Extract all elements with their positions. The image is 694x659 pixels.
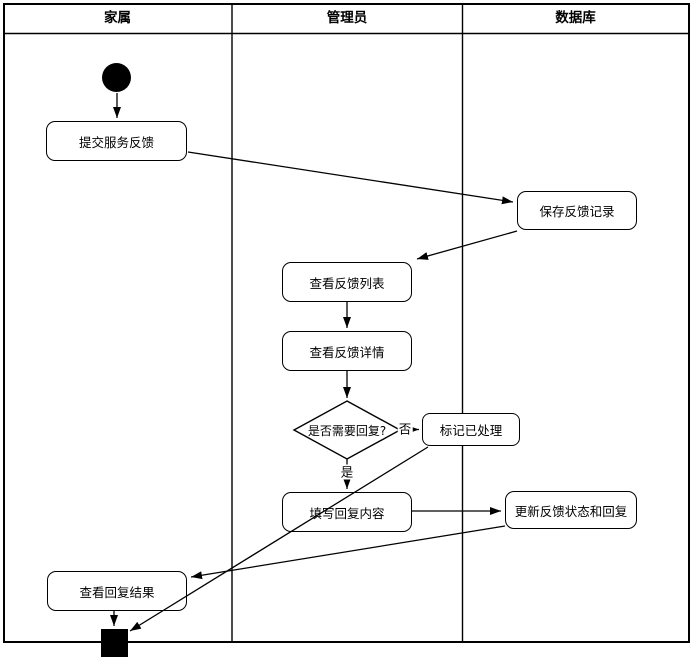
lane-header-database: 数据库 bbox=[555, 10, 596, 26]
start-node bbox=[102, 63, 131, 92]
node-view-reply-result: 查看回复结果 bbox=[47, 571, 187, 611]
lane-header-family: 家属 bbox=[104, 10, 131, 26]
lane-header-admin: 管理员 bbox=[326, 10, 368, 26]
node-view-feedback-detail: 查看反馈详情 bbox=[282, 331, 412, 371]
node-update-feedback-status: 更新反馈状态和回复 bbox=[505, 491, 637, 529]
node-submit-feedback: 提交服务反馈 bbox=[46, 121, 187, 161]
node-mark-processed: 标记已处理 bbox=[422, 413, 520, 446]
node-need-reply-decision: 是否需要回复? bbox=[307, 423, 387, 438]
edge-label-yes: 是 bbox=[339, 464, 355, 480]
node-write-reply: 填写回复内容 bbox=[282, 492, 412, 532]
edge-label-no: 否 bbox=[397, 421, 413, 437]
end-node bbox=[101, 629, 128, 657]
diagram-outer-border bbox=[3, 3, 690, 643]
node-save-feedback-record: 保存反馈记录 bbox=[517, 191, 637, 230]
node-view-feedback-list: 查看反馈列表 bbox=[282, 262, 412, 302]
